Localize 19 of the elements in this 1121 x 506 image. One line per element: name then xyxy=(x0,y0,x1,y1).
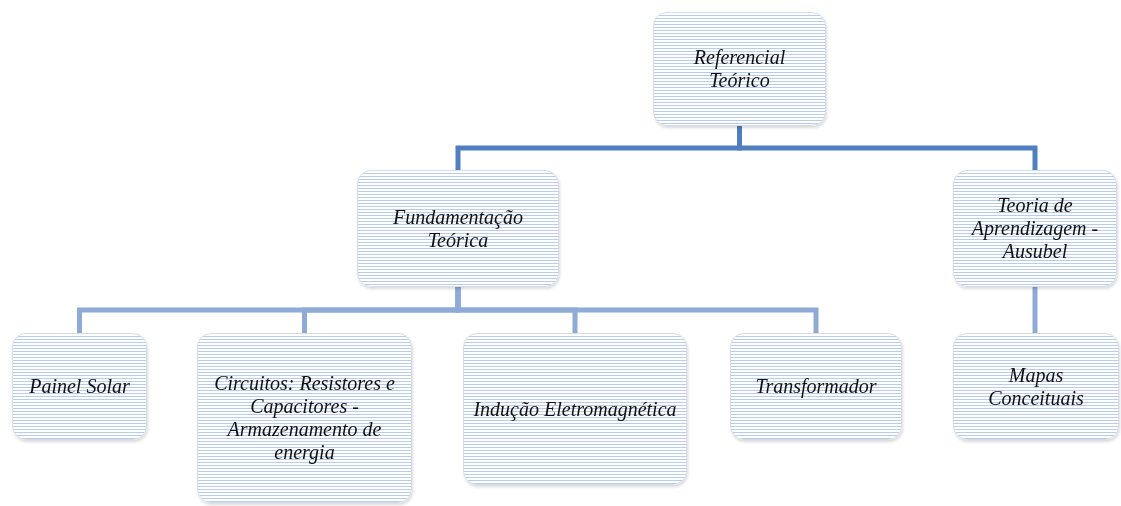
process-box xyxy=(730,333,902,440)
node-label: Circuitos: Resistores e Capacitores - Armazenamento de energia xyxy=(213,371,396,466)
process-box xyxy=(953,170,1117,287)
process-box xyxy=(357,170,559,287)
process-box xyxy=(12,333,147,440)
node-label: Fundamentação Teórica xyxy=(392,204,524,253)
process-box xyxy=(653,12,826,126)
connector-line xyxy=(737,126,1038,170)
node-label: Transformador xyxy=(754,374,878,400)
process-box xyxy=(953,333,1119,440)
connector-line xyxy=(455,287,819,333)
connector-line xyxy=(1032,287,1038,333)
node-label: Painel Solar xyxy=(28,374,131,399)
node-label: Referencial Teórico xyxy=(692,45,787,93)
node-label: Teoria de Aprendizagem - Ausubel xyxy=(970,193,1100,264)
node-label: Indução Eletromagnética xyxy=(472,396,678,423)
process-box xyxy=(463,333,687,485)
node-label: Mapas Conceituais xyxy=(987,362,1085,411)
process-box xyxy=(197,333,412,503)
